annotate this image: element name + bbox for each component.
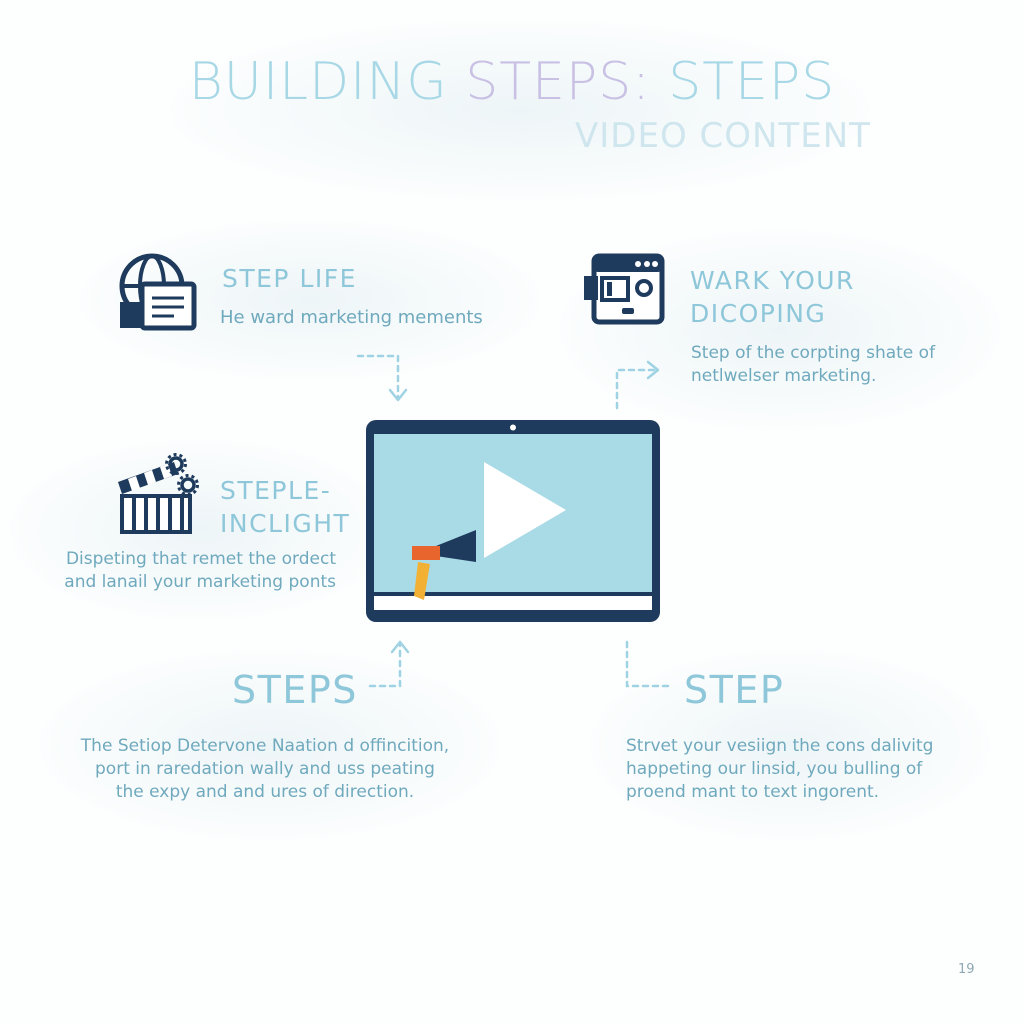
background-glow <box>170 20 870 200</box>
page-number: 19 <box>958 962 975 977</box>
step-title-line: INCLIGHT <box>220 509 351 538</box>
step-desc-line: the expy and and ures of direction. <box>115 782 415 802</box>
camera-device-icon <box>582 253 666 330</box>
step-desc-line: The Setiop Detervone Naation d offinciti… <box>80 736 450 756</box>
background-glow <box>10 440 390 620</box>
step-title-line: DICOPING <box>690 299 827 328</box>
step-desc-line: netlwelser marketing. <box>691 366 877 386</box>
video-screen-icon <box>364 418 662 630</box>
step-title-line: STEPLE- <box>220 476 332 505</box>
step-desc-line: proend mant to text ingorent. <box>626 782 880 802</box>
step-title-bottom-right: STEP <box>684 668 785 712</box>
title-part-building: BUILDING <box>188 52 466 112</box>
step-title-top-left: STEP LIFE <box>222 264 357 293</box>
step-desc-top-right: Step of the corpting shate of netlwelser… <box>691 342 935 388</box>
page-title: BUILDING STEPS: STEPS <box>0 52 1024 112</box>
step-desc-line: and lanail your marketing ponts <box>64 572 336 592</box>
step-desc-top-left: He ward marketing mements <box>220 306 483 329</box>
clapperboard-gear-icon <box>114 452 204 540</box>
page-subtitle: VIDEO CONTENT <box>575 116 871 156</box>
step-desc-line: port in raredation wally and uss peating <box>95 759 435 779</box>
globe-document-icon <box>118 252 198 336</box>
play-icon <box>484 462 566 558</box>
background-glow <box>40 650 500 840</box>
step-desc-line: He ward marketing mements <box>220 307 483 328</box>
step-desc-line: Dispeting that remet the ordect <box>65 549 336 569</box>
step-desc-bottom-right: Strvet your vesiign the cons dalivitg ha… <box>626 735 933 804</box>
step-desc-line: Strvet your vesiign the cons dalivitg <box>626 736 934 756</box>
step-desc-middle-left: Dispeting that remet the ordect and lana… <box>40 548 336 594</box>
title-part-steps-2: STEPS <box>668 52 836 112</box>
step-title-top-right: WARK YOUR DICOPING <box>690 264 855 330</box>
step-desc-line: happeting our linsid, you bulling of <box>626 759 923 779</box>
background-glow <box>590 650 990 840</box>
step-title-bottom-left: STEPS <box>232 668 358 712</box>
title-part-steps: STEPS: <box>465 52 669 112</box>
step-desc-bottom-left: The Setiop Detervone Naation d offinciti… <box>40 735 490 804</box>
step-title-line: WARK YOUR <box>690 266 855 295</box>
megaphone-icon <box>412 530 476 600</box>
step-desc-line: Step of the corpting shate of <box>691 343 936 363</box>
step-title-middle-left: STEPLE- INCLIGHT <box>220 474 350 540</box>
